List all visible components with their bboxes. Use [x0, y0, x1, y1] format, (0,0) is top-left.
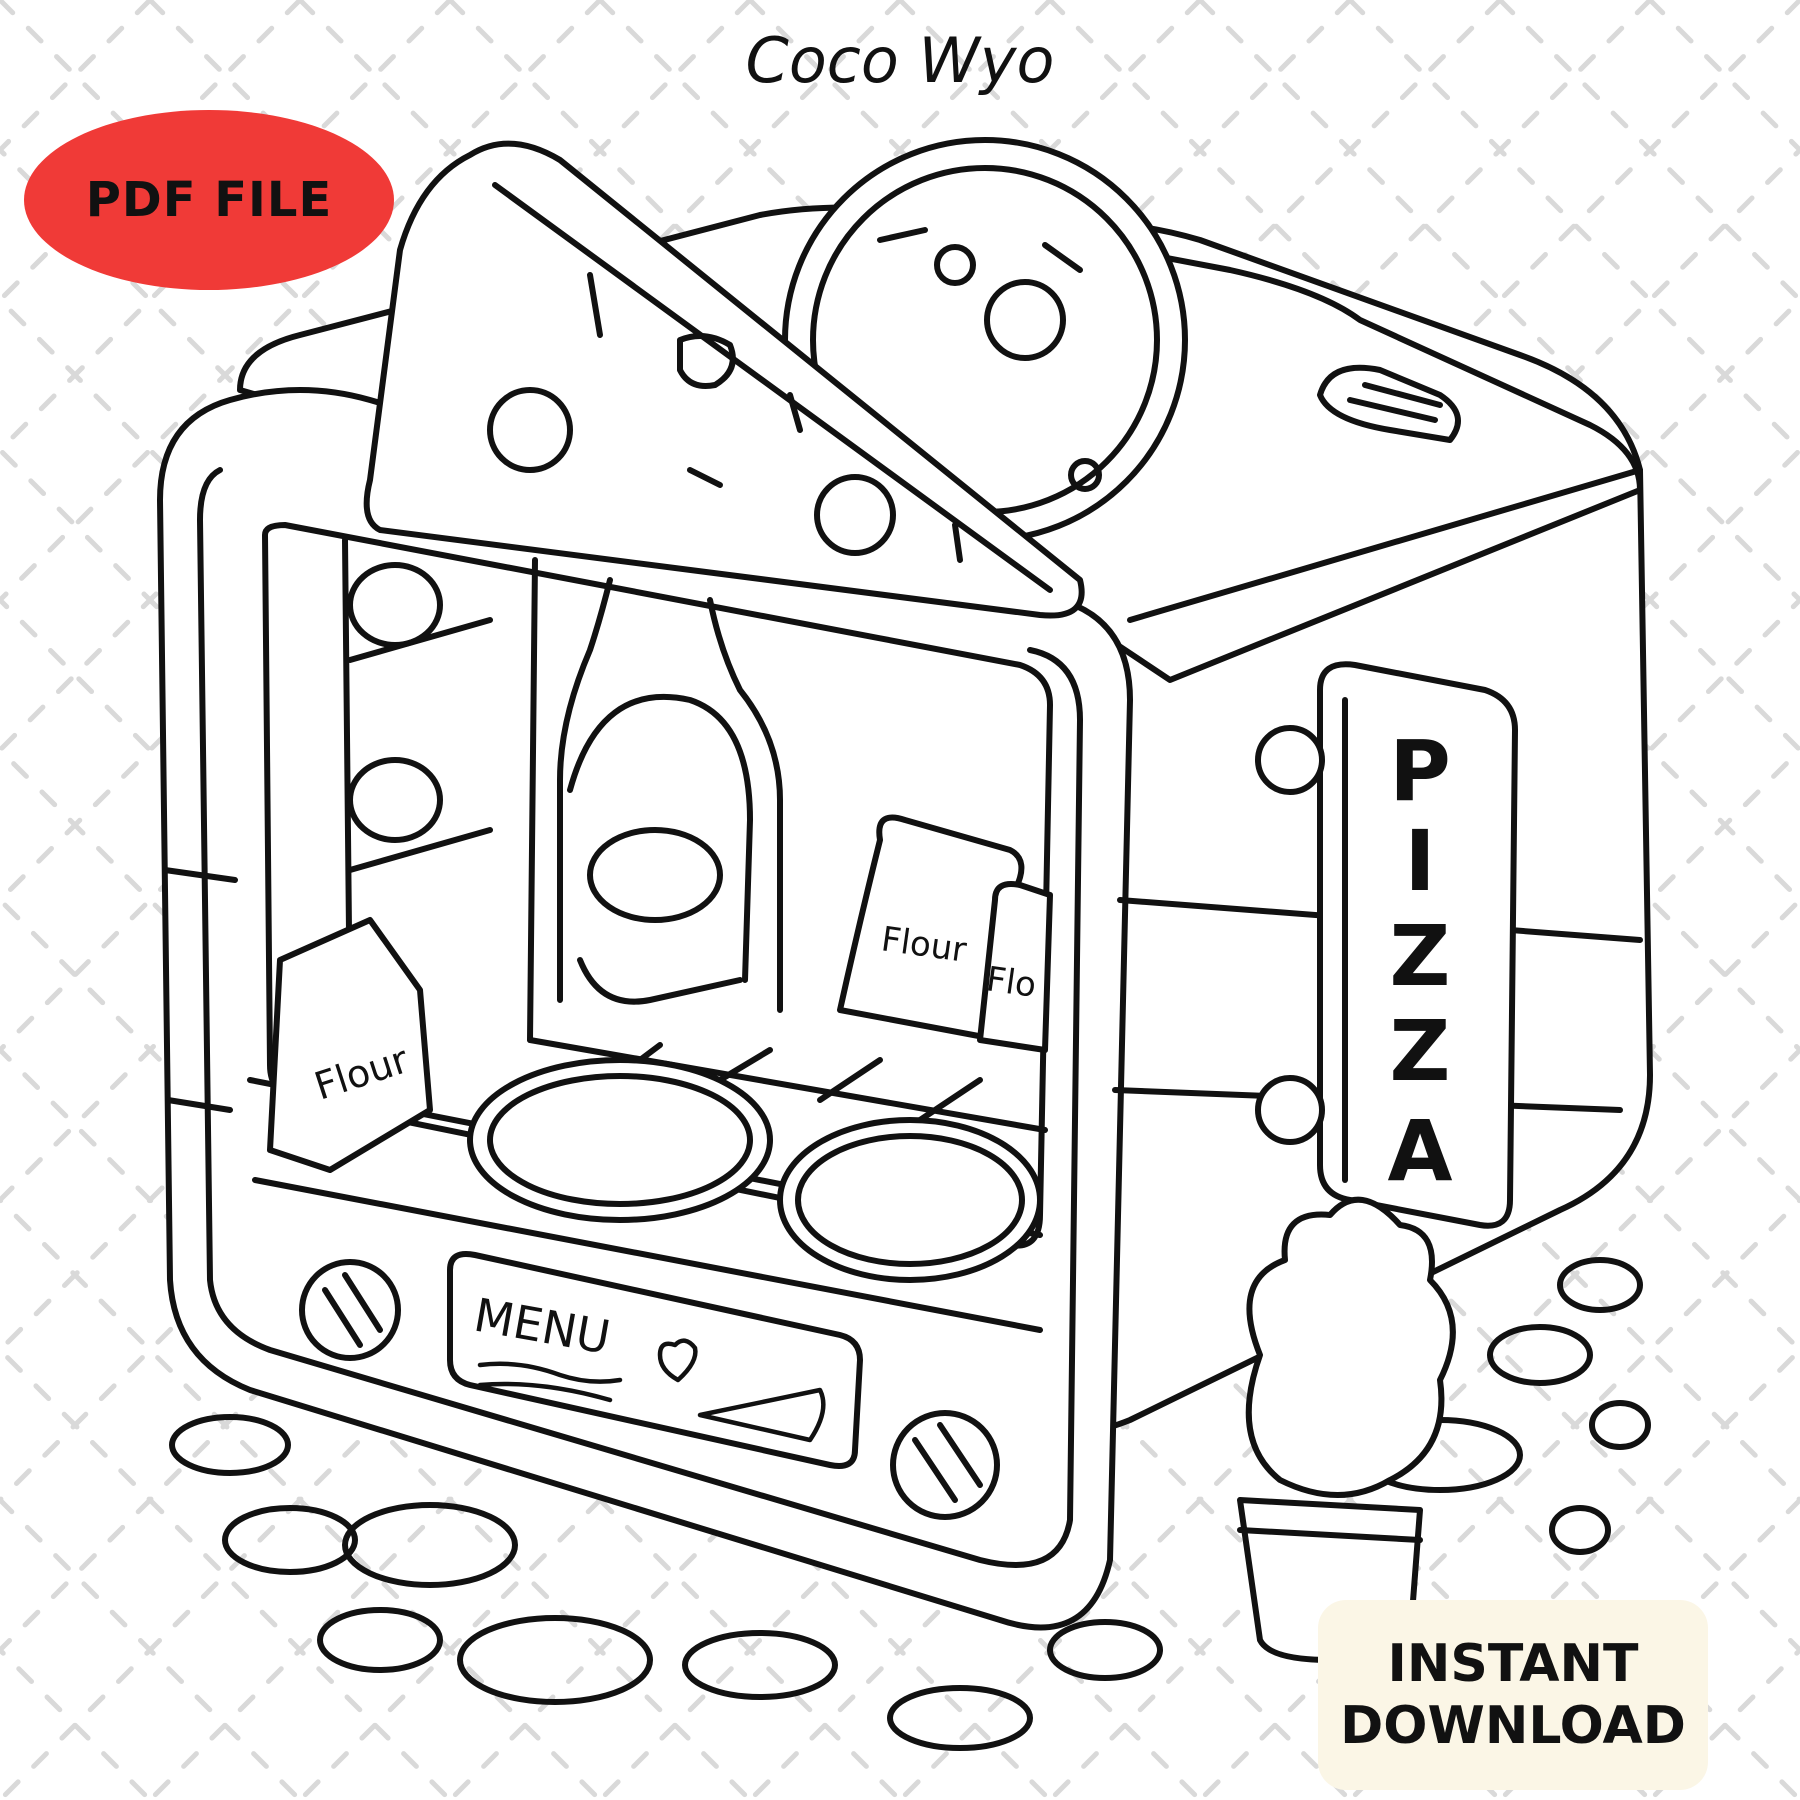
watermark-line — [1647, 1646, 1800, 1800]
watermark-line — [1647, 0, 1800, 154]
brand-logo: Coco Wyo — [746, 24, 1055, 97]
svg-text:Z: Z — [1390, 1002, 1451, 1100]
watermark-line — [1347, 1346, 1800, 1800]
watermark-line — [147, 146, 1800, 1800]
instant-label: INSTANT — [1387, 1634, 1639, 1694]
svg-text:I: I — [1404, 812, 1435, 910]
svg-text:P: P — [1389, 722, 1451, 820]
download-label: DOWNLOAD — [1340, 1696, 1686, 1756]
pdf-file-label: PDF FILE — [85, 172, 333, 228]
svg-text:Flo: Flo — [984, 959, 1039, 1006]
watermark-line — [1197, 1196, 1800, 1800]
ground-stones — [169, 1257, 1651, 1751]
svg-text:A: A — [1387, 1102, 1452, 1200]
watermark-line — [897, 896, 1800, 1800]
potted-plant — [1237, 1196, 1456, 1663]
pdf-file-badge: PDF FILE — [24, 110, 394, 290]
svg-text:Z: Z — [1390, 907, 1451, 1005]
instant-download-badge: INSTANT DOWNLOAD — [1318, 1600, 1708, 1790]
pizza-sign-letters: P I Z Z A — [1387, 722, 1452, 1200]
watermark-line — [1047, 1046, 1800, 1800]
watermark-line — [0, 0, 1653, 1654]
pizza-slice-topper — [363, 140, 1085, 619]
